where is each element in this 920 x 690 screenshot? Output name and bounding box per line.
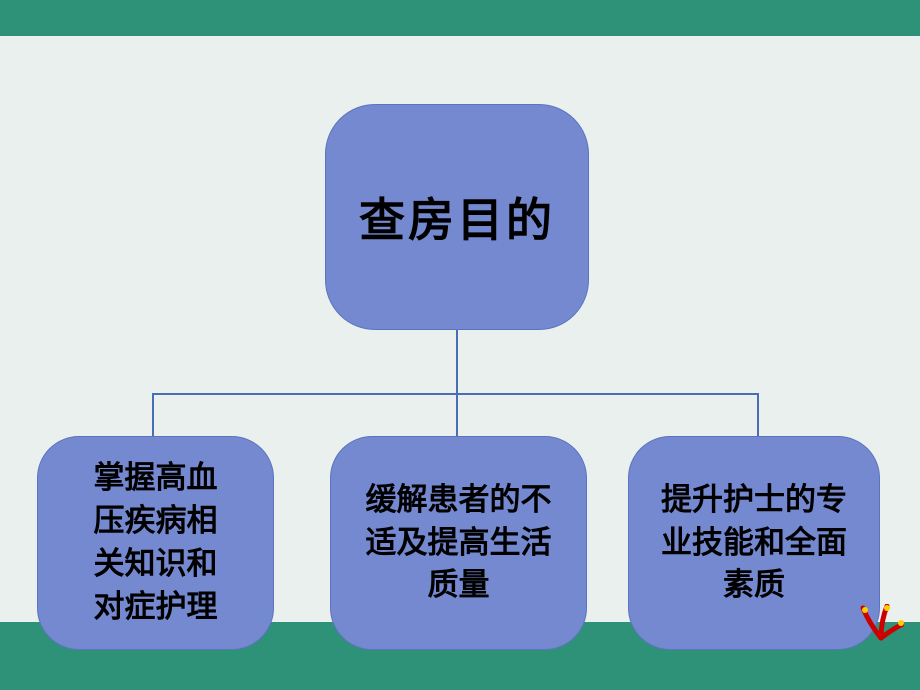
connector-left-vertical	[152, 394, 154, 437]
connector-horizontal	[152, 393, 759, 395]
child-node-patient-comfort-label: 缓解患者的不 适及提高生活 质量	[365, 481, 552, 603]
child-node-knowledge: 掌握高血 压疾病相 关知识和 对症护理	[37, 436, 274, 650]
child-node-patient-comfort: 缓解患者的不 适及提高生活 质量	[330, 436, 587, 650]
root-node: 查房目的	[325, 104, 589, 330]
top-band	[0, 0, 920, 36]
connector-root-vertical	[456, 330, 458, 394]
root-node-label: 查房目的	[359, 194, 555, 246]
child-node-nurse-skills: 提升护士的专 业技能和全面 素质	[628, 436, 880, 650]
connector-middle-vertical	[456, 394, 458, 437]
child-node-knowledge-label: 掌握高血 压疾病相 关知识和 对症护理	[93, 460, 218, 624]
ribbon-ornament-icon	[860, 604, 904, 641]
child-node-nurse-skills-label: 提升护士的专 业技能和全面 素质	[661, 481, 847, 603]
connector-right-vertical	[757, 394, 759, 437]
